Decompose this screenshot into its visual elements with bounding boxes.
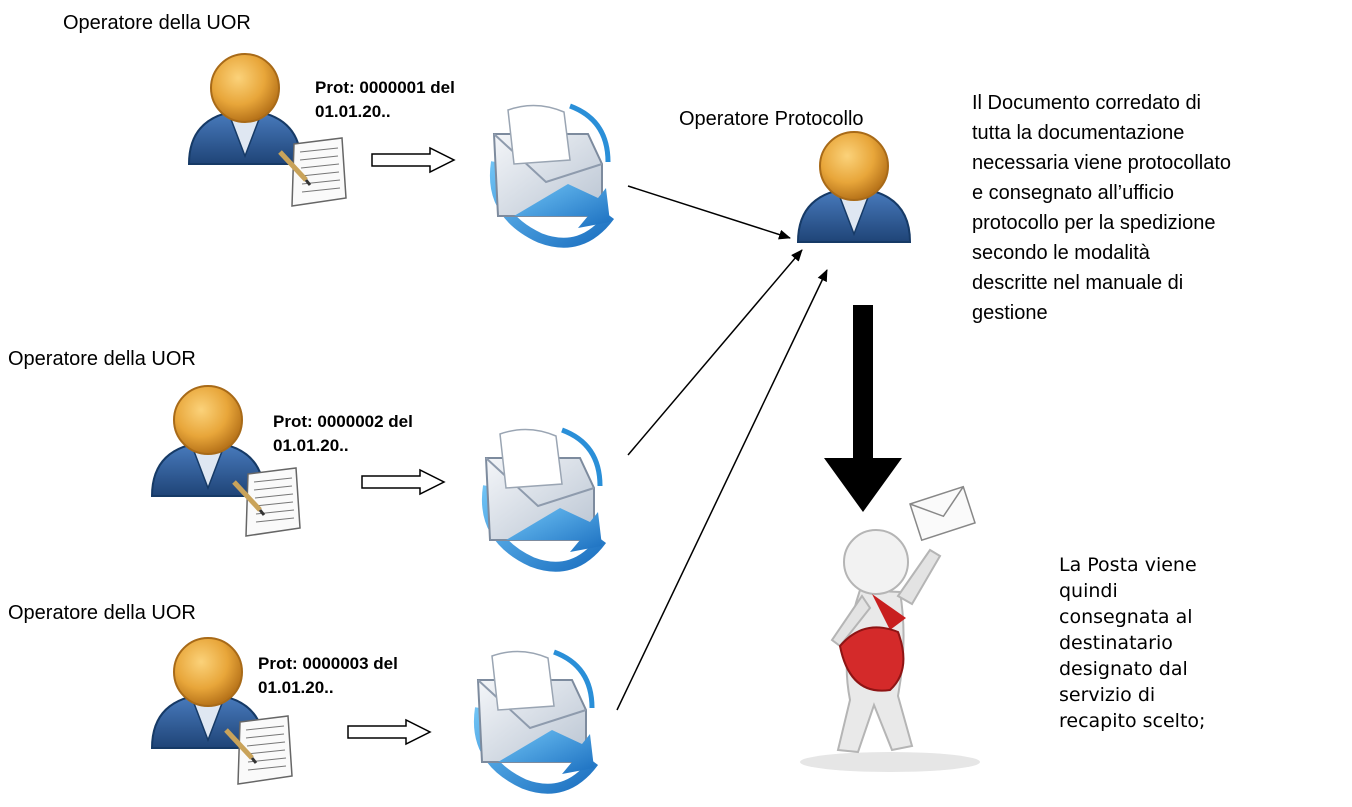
description-line: secondo le modalità <box>972 242 1150 264</box>
description-line: tutta la documentazione <box>972 122 1185 144</box>
prot-number: Prot: 0000003 del <box>258 654 398 673</box>
description-line: Il Documento corredato di <box>972 92 1202 114</box>
operator-1-label: Operatore della UOR <box>63 12 251 34</box>
operator-1-protocol: Prot: 0000001 del 01.01.20.. <box>315 76 455 124</box>
delivery-line: destinatario <box>1059 632 1173 654</box>
prot-date: 01.01.20.. <box>273 436 349 455</box>
connector-3 <box>616 269 828 711</box>
connector-2 <box>627 249 803 456</box>
prot-number: Prot: 0000002 del <box>273 412 413 431</box>
courier-icon <box>800 485 980 772</box>
operator-2-protocol: Prot: 0000002 del 01.01.20.. <box>273 410 413 458</box>
delivery-line: La Posta viene <box>1059 554 1197 576</box>
prot-date: 01.01.20.. <box>258 678 334 697</box>
description-line: gestione <box>972 302 1048 324</box>
delivery-description: La Posta viene quindi consegnata al dest… <box>1059 552 1205 734</box>
delivery-line: servizio di <box>1059 684 1156 706</box>
process-description: Il Documento corredato di tutta la docum… <box>972 88 1231 328</box>
operator-2-label: Operatore della UOR <box>8 348 196 370</box>
big-down-arrow <box>824 305 902 512</box>
delivery-line: consegnata al <box>1059 606 1193 628</box>
description-line: descritte nel manuale di <box>972 272 1184 294</box>
delivery-line: designato dal <box>1059 658 1188 680</box>
operator-3-label: Operatore della UOR <box>8 602 196 624</box>
delivery-line: recapito scelto; <box>1059 710 1206 732</box>
prot-number: Prot: 0000001 del <box>315 78 455 97</box>
operator-3-protocol: Prot: 0000003 del 01.01.20.. <box>258 652 398 700</box>
delivery-line: quindi <box>1059 580 1118 602</box>
prot-date: 01.01.20.. <box>315 102 391 121</box>
connector-1 <box>627 185 791 240</box>
protocol-operator-label: Operatore Protocollo <box>679 108 864 130</box>
description-line: e consegnato all’ufficio <box>972 182 1174 204</box>
description-line: protocollo per la spedizione <box>972 212 1216 234</box>
description-line: necessaria viene protocollato <box>972 152 1232 174</box>
